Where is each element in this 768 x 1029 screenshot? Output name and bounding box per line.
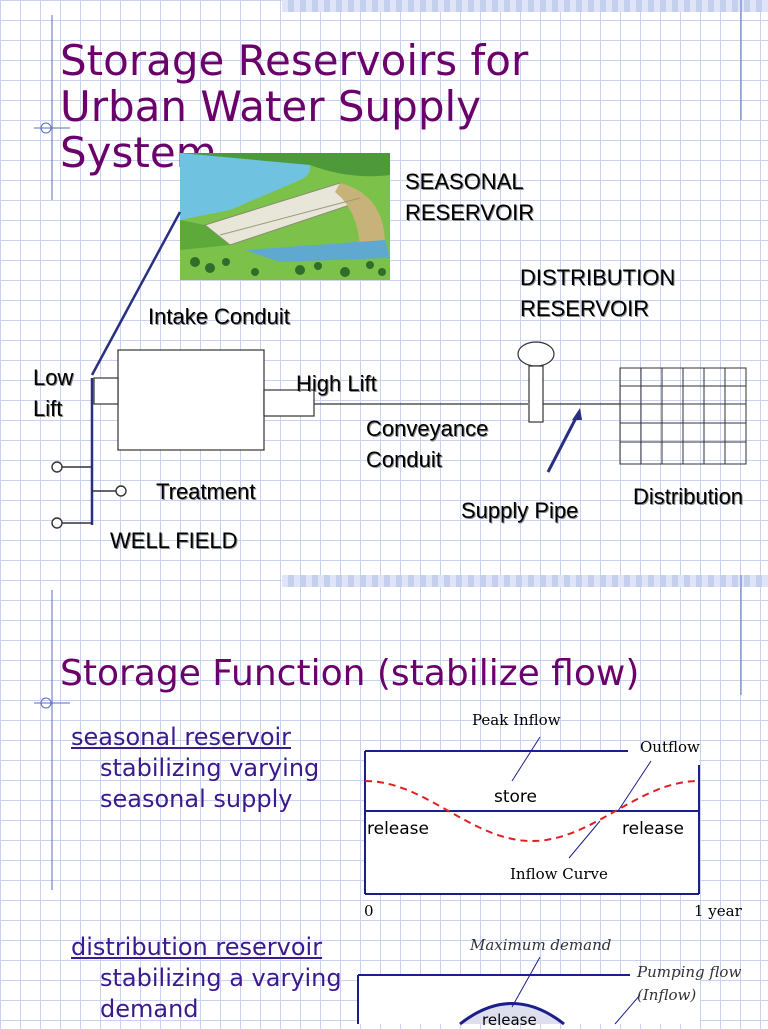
seasonal-storage-diagram <box>364 736 700 895</box>
supply-pipe-arrow <box>546 413 580 473</box>
high-lift-pump <box>263 389 315 417</box>
bullet-distribution-reservoir: distribution reservoir <box>71 933 323 961</box>
label-release-demand: release <box>482 1011 537 1029</box>
label-release-right: release <box>622 819 684 839</box>
well-field-lines <box>51 378 127 529</box>
treatment-plant-box <box>117 349 265 451</box>
distribution-reservoir-tank <box>517 341 555 367</box>
inflow-curve <box>364 780 700 843</box>
label-outflow: Outflow <box>640 738 700 756</box>
label-distribution-reservoir: DISTRIBUTION RESERVOIR <box>520 265 676 321</box>
label-distribution: Distribution <box>633 484 744 509</box>
header-pattern-strip <box>282 575 768 587</box>
header-pattern-strip <box>282 0 768 12</box>
schematic <box>51 153 747 529</box>
slide1-decorations <box>34 0 742 200</box>
label-low-lift: Low Lift <box>33 365 74 421</box>
label-store: store <box>494 787 537 807</box>
bullet-seasonal-reservoir-text: stabilizing varying seasonal supply <box>100 754 320 813</box>
intake-conduit-line <box>90 211 182 376</box>
slide-2: Storage Function (stabilize flow) season… <box>0 575 768 1029</box>
label-supply-pipe: Supply Pipe <box>461 498 579 523</box>
label-conveyance-conduit: Conveyance Conduit <box>366 416 489 472</box>
label-release-left: release <box>367 819 429 839</box>
label-inflow-curve: Inflow Curve <box>510 865 608 883</box>
label-intake-conduit: Intake Conduit <box>148 304 290 329</box>
bullet-distribution-reservoir-text: stabilizing a varying demand <box>100 964 342 1023</box>
label-treatment: Treatment <box>156 479 256 504</box>
distribution-grid <box>619 367 747 465</box>
distribution-reservoir-stem <box>528 365 544 423</box>
slide2-decorations <box>34 575 742 890</box>
label-high-lift: High Lift <box>296 371 377 396</box>
bullet-seasonal-reservoir: seasonal reservoir <box>71 723 292 751</box>
distribution-storage-diagram <box>357 956 700 1026</box>
label-seasonal-reservoir: SEASONAL RESERVOIR <box>405 169 535 225</box>
label-well-field: WELL FIELD <box>110 528 238 553</box>
slide-1: Storage Reservoirs for Urban Water Suppl… <box>33 0 768 553</box>
low-lift-pump <box>93 377 119 405</box>
label-maximum-demand: Maximum demand <box>470 936 612 954</box>
label-pumping-flow: Pumping flow (Inflow) <box>637 963 742 1004</box>
slide2-title: Storage Function (stabilize flow) <box>60 653 640 694</box>
reservoir-dam-image <box>180 153 390 280</box>
label-x-end: 1 year <box>694 902 742 920</box>
label-peak-inflow: Peak Inflow <box>472 711 561 729</box>
slide1-title: Storage Reservoirs for Urban Water Suppl… <box>60 36 529 177</box>
label-x-start: 0 <box>364 902 374 920</box>
